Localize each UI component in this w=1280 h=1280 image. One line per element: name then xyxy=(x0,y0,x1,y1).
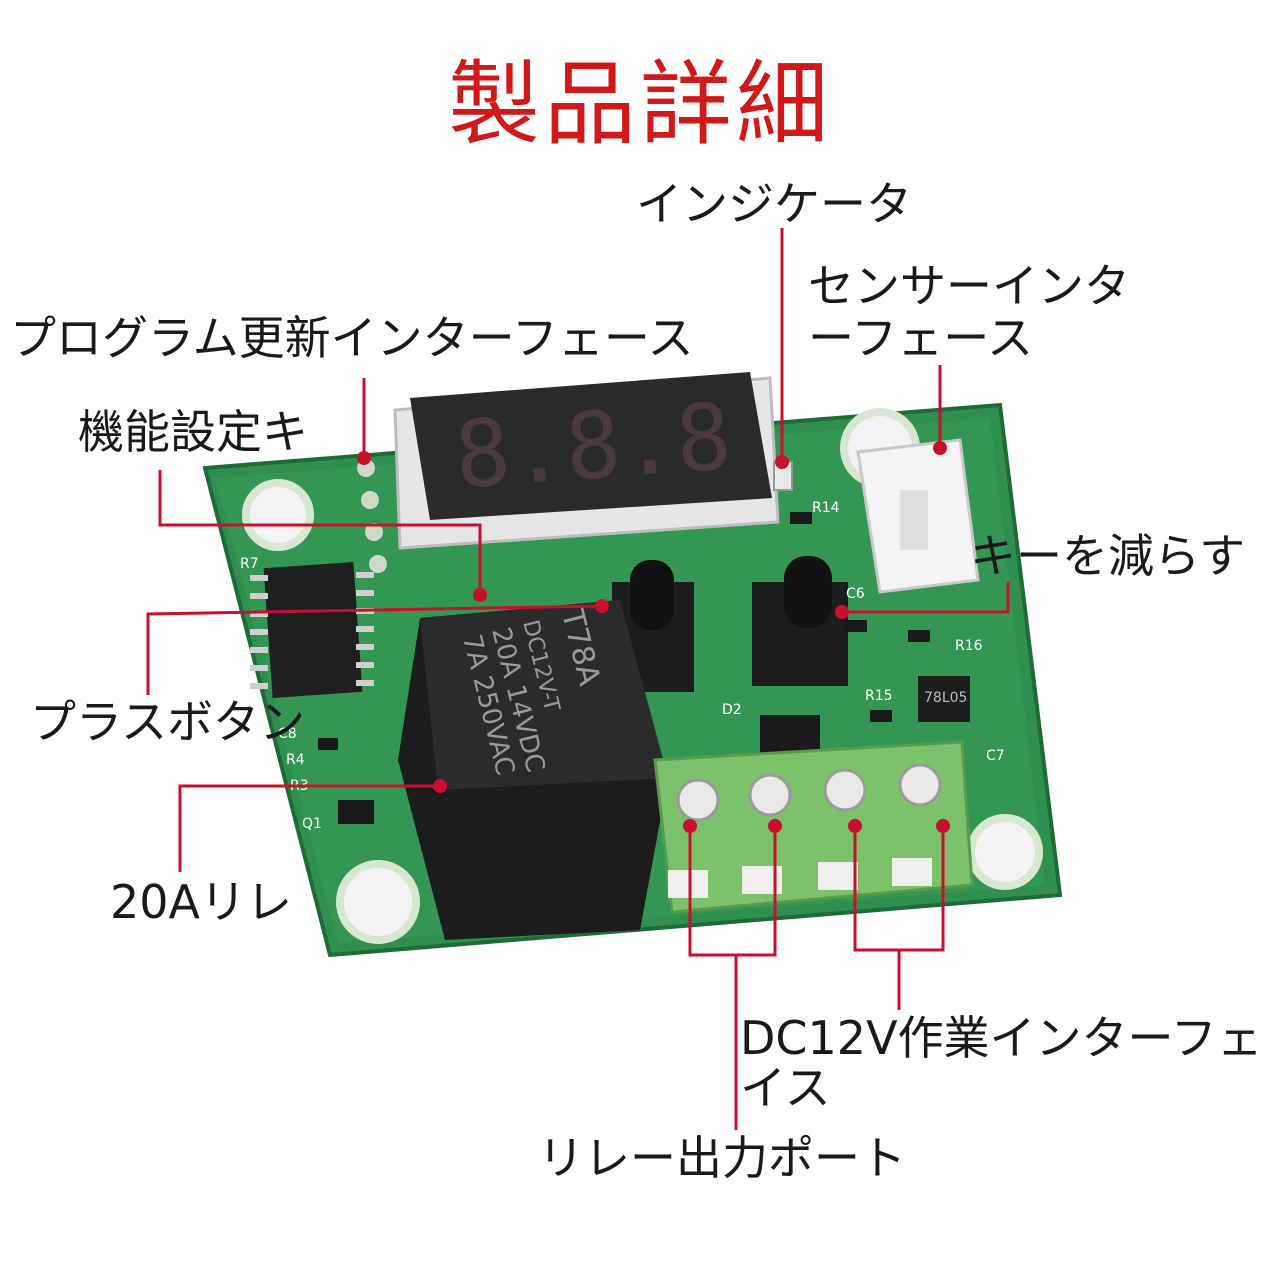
label-plus-button: プラスボタン xyxy=(30,695,306,749)
silk-r15: R15 xyxy=(865,688,893,704)
label-sensor-interface-1: センサーインタ xyxy=(808,259,1130,313)
silk-c6: C6 xyxy=(846,586,865,602)
label-dc12v-1: DC12V作業インターフェ xyxy=(740,1011,1263,1065)
seven-segment-display: 8.8.8 xyxy=(393,372,780,550)
label-program-update: プログラム更新インターフェース xyxy=(10,311,694,365)
label-indicator: インジケータ xyxy=(636,177,912,231)
silk-q1: Q1 xyxy=(302,816,322,832)
silk-r16: R16 xyxy=(955,638,983,654)
silk-r14: R14 xyxy=(812,500,840,516)
label-function-key: 機能設定キ xyxy=(78,405,308,459)
minus-button-body xyxy=(752,556,848,686)
label-relay-output: リレー出力ポート xyxy=(538,1131,906,1185)
label-minus-key: キーを減らす xyxy=(970,529,1246,583)
leader-relay-output xyxy=(688,826,777,957)
label-relay: 20Aリレ xyxy=(110,875,293,929)
label-sensor-interface-2: ーフェース xyxy=(808,311,1033,365)
ic-chip xyxy=(250,562,374,698)
display-digits: 8.8.8 xyxy=(451,383,735,509)
regulator-label: 78L05 xyxy=(924,690,967,706)
relay-body: T78A DC12V-T 20A 14VDC 7A 250VAC xyxy=(398,600,668,940)
sensor-connector xyxy=(856,438,980,594)
leader-minus xyxy=(842,582,1010,614)
leader-relay xyxy=(178,784,440,872)
regulator: 78L05 xyxy=(918,676,970,722)
page-title: 製品詳細 xyxy=(447,51,832,158)
leader-plus xyxy=(146,604,603,695)
leader-function xyxy=(158,470,482,595)
terminal-block xyxy=(653,740,974,914)
silk-c8: C8 xyxy=(278,726,297,742)
label-dc12v-2: イス xyxy=(740,1061,831,1115)
silk-r7: R7 xyxy=(240,556,259,572)
silk-d2: D2 xyxy=(722,702,742,718)
smd-components xyxy=(318,512,930,824)
silk-r4: R4 xyxy=(286,752,305,768)
leader-dots xyxy=(357,441,950,833)
leader-lines xyxy=(146,228,1010,1130)
silk-c7: C7 xyxy=(986,748,1005,764)
